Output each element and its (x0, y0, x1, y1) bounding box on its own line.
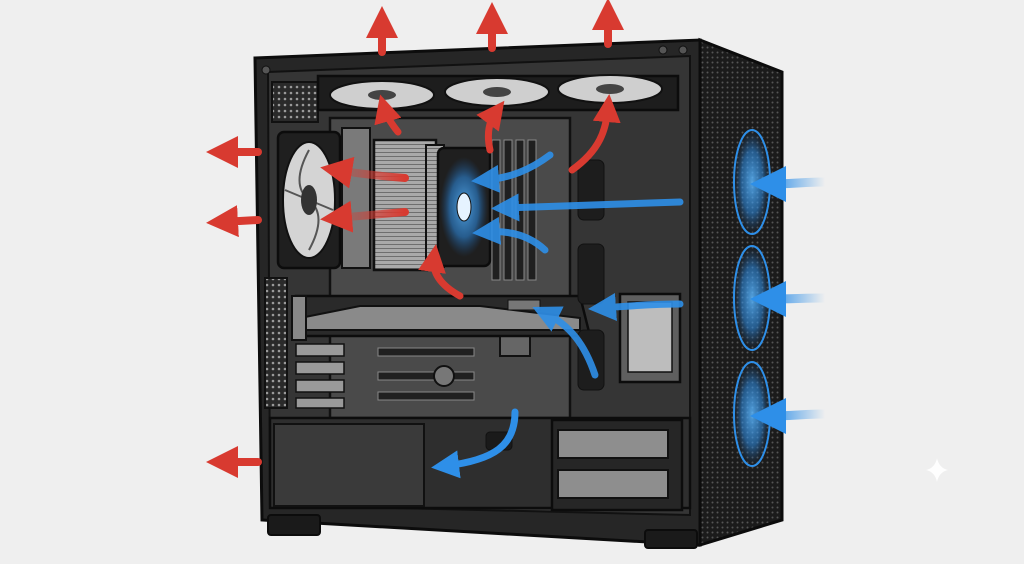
cmos-battery (433, 365, 455, 387)
intake-arrow (588, 293, 684, 321)
intake-arrow (532, 306, 599, 379)
pcie-slot (377, 391, 475, 401)
intake-airflow-arrows (431, 151, 830, 479)
exhaust-arrow (320, 156, 409, 189)
ssd (627, 301, 673, 373)
sparkle-icon (926, 458, 948, 482)
top-fans (316, 74, 680, 112)
graphics-card (291, 294, 592, 341)
expansion-slot-covers (295, 343, 345, 409)
cable-grommets (577, 159, 605, 391)
top-fan-1 (329, 80, 435, 110)
drive-cage (550, 418, 684, 512)
intake-arrow (750, 397, 830, 434)
intake-arrow (750, 165, 830, 202)
exhaust-airflow-arrows (206, 0, 624, 478)
case-foot-left (267, 514, 321, 536)
cpu-cooler (372, 138, 492, 272)
exhaust-arrow (418, 244, 464, 300)
screw (261, 65, 271, 75)
exhaust-arrow (206, 205, 262, 238)
top-fan-2 (444, 77, 550, 107)
hard-drive (557, 469, 669, 499)
intake-arrow (471, 151, 554, 193)
gpu-bracket (291, 295, 307, 341)
intake-arrow (491, 193, 684, 222)
exhaust-arrow (568, 94, 621, 174)
rear-vent-top (271, 81, 319, 123)
case-foot-right (644, 529, 698, 549)
top-fan-3 (557, 74, 663, 104)
rear-exhaust-fan (276, 130, 342, 270)
pcie-slot (377, 347, 475, 357)
io-shield (341, 127, 371, 269)
power-supply (273, 423, 425, 507)
pcie-slot (377, 371, 475, 381)
cooler-fan-hub (456, 192, 472, 222)
exhaust-arrow (476, 100, 505, 154)
screw (678, 45, 688, 55)
exhaust-arrow (320, 200, 409, 233)
intake-arrow (472, 216, 549, 254)
rear-vent-side (264, 277, 288, 409)
screw (658, 45, 668, 55)
gpu-power-connector (507, 299, 541, 311)
hard-drive (557, 429, 669, 459)
exhaust-arrow (374, 94, 402, 136)
intake-arrow (431, 408, 519, 479)
intake-arrow (750, 280, 830, 317)
